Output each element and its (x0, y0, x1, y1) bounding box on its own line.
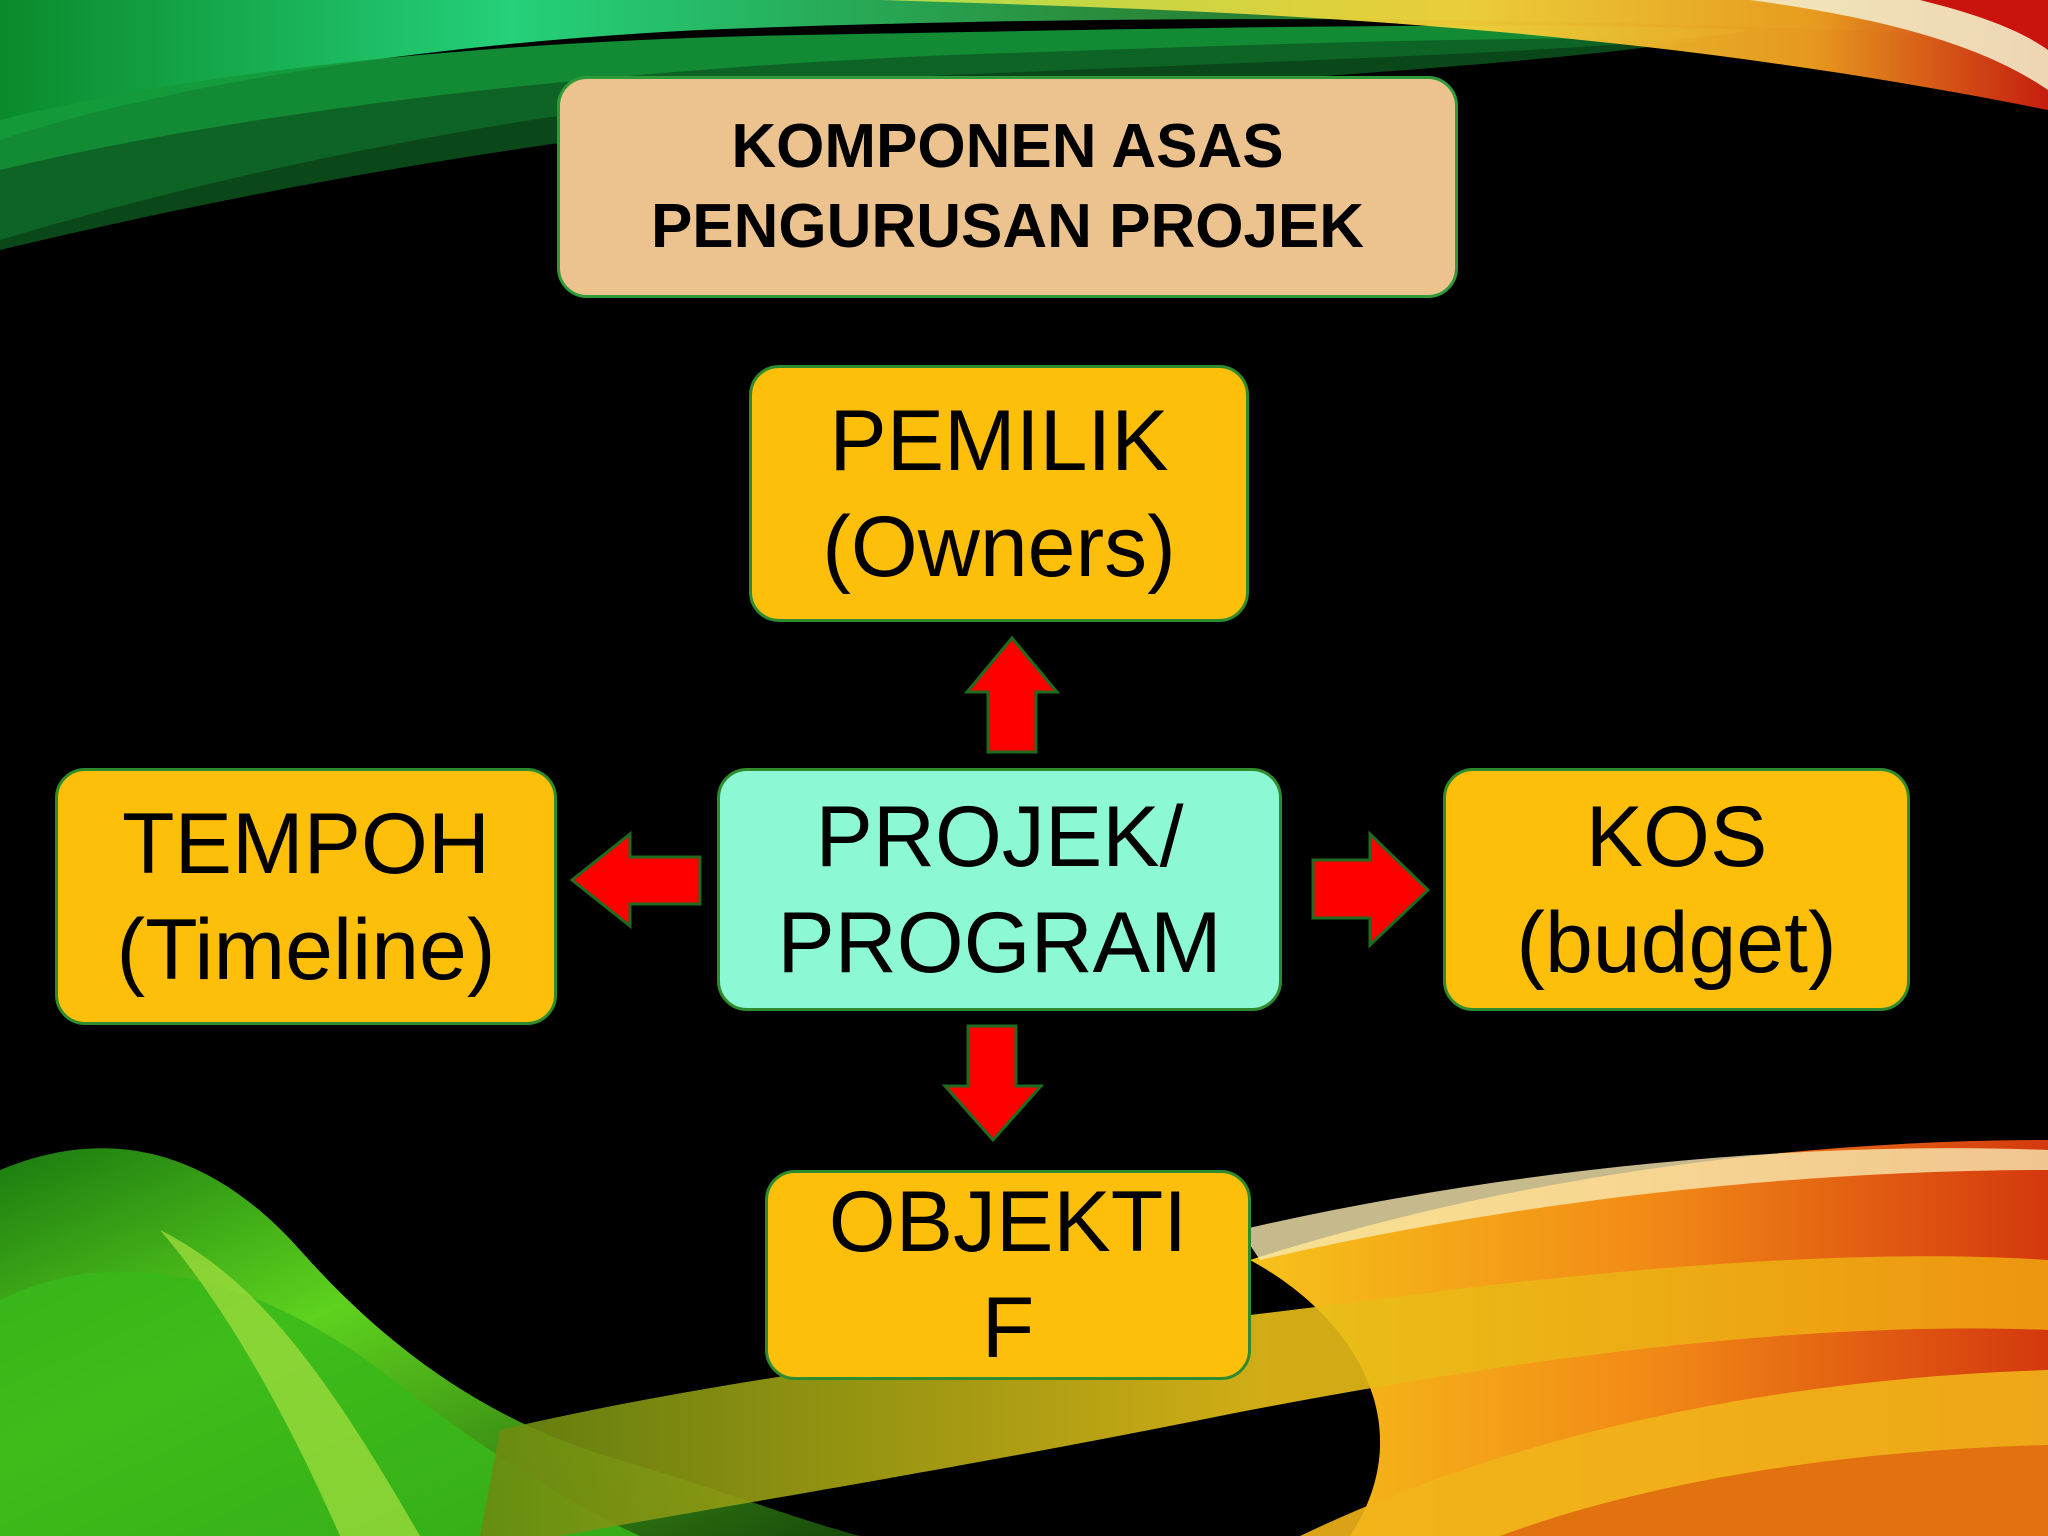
node-objective: OBJEKTI F (765, 1170, 1251, 1380)
node-owners-sublabel: (Owners) (822, 498, 1176, 595)
node-timeline-sublabel: (Timeline) (116, 901, 496, 998)
node-objective-label: OBJEKTI (828, 1174, 1188, 1270)
node-owners-label: PEMILIK (829, 392, 1169, 489)
node-timeline: TEMPOH (Timeline) (55, 768, 557, 1025)
title-line-2: PENGURUSAN PROJEK (650, 192, 1365, 261)
arrow-down (941, 1024, 1045, 1143)
arrow-left (569, 830, 702, 930)
center-label-1: PROJEK/ (815, 788, 1184, 885)
node-project-center: PROJEK/ PROGRAM (717, 768, 1282, 1011)
title-box: KOMPONEN ASAS PENGURUSAN PROJEK (557, 76, 1458, 298)
node-cost-label: KOS (1585, 788, 1768, 885)
center-label-2: PROGRAM (777, 894, 1222, 991)
title-line-1: KOMPONEN ASAS (731, 112, 1284, 181)
node-timeline-label: TEMPOH (122, 795, 490, 892)
node-objective-sublabel: F (981, 1280, 1035, 1376)
arrow-up (963, 635, 1061, 754)
node-cost-sublabel: (budget) (1516, 894, 1837, 991)
arrow-right (1311, 830, 1431, 949)
node-cost: KOS (budget) (1443, 768, 1910, 1011)
node-owners: PEMILIK (Owners) (749, 365, 1249, 622)
